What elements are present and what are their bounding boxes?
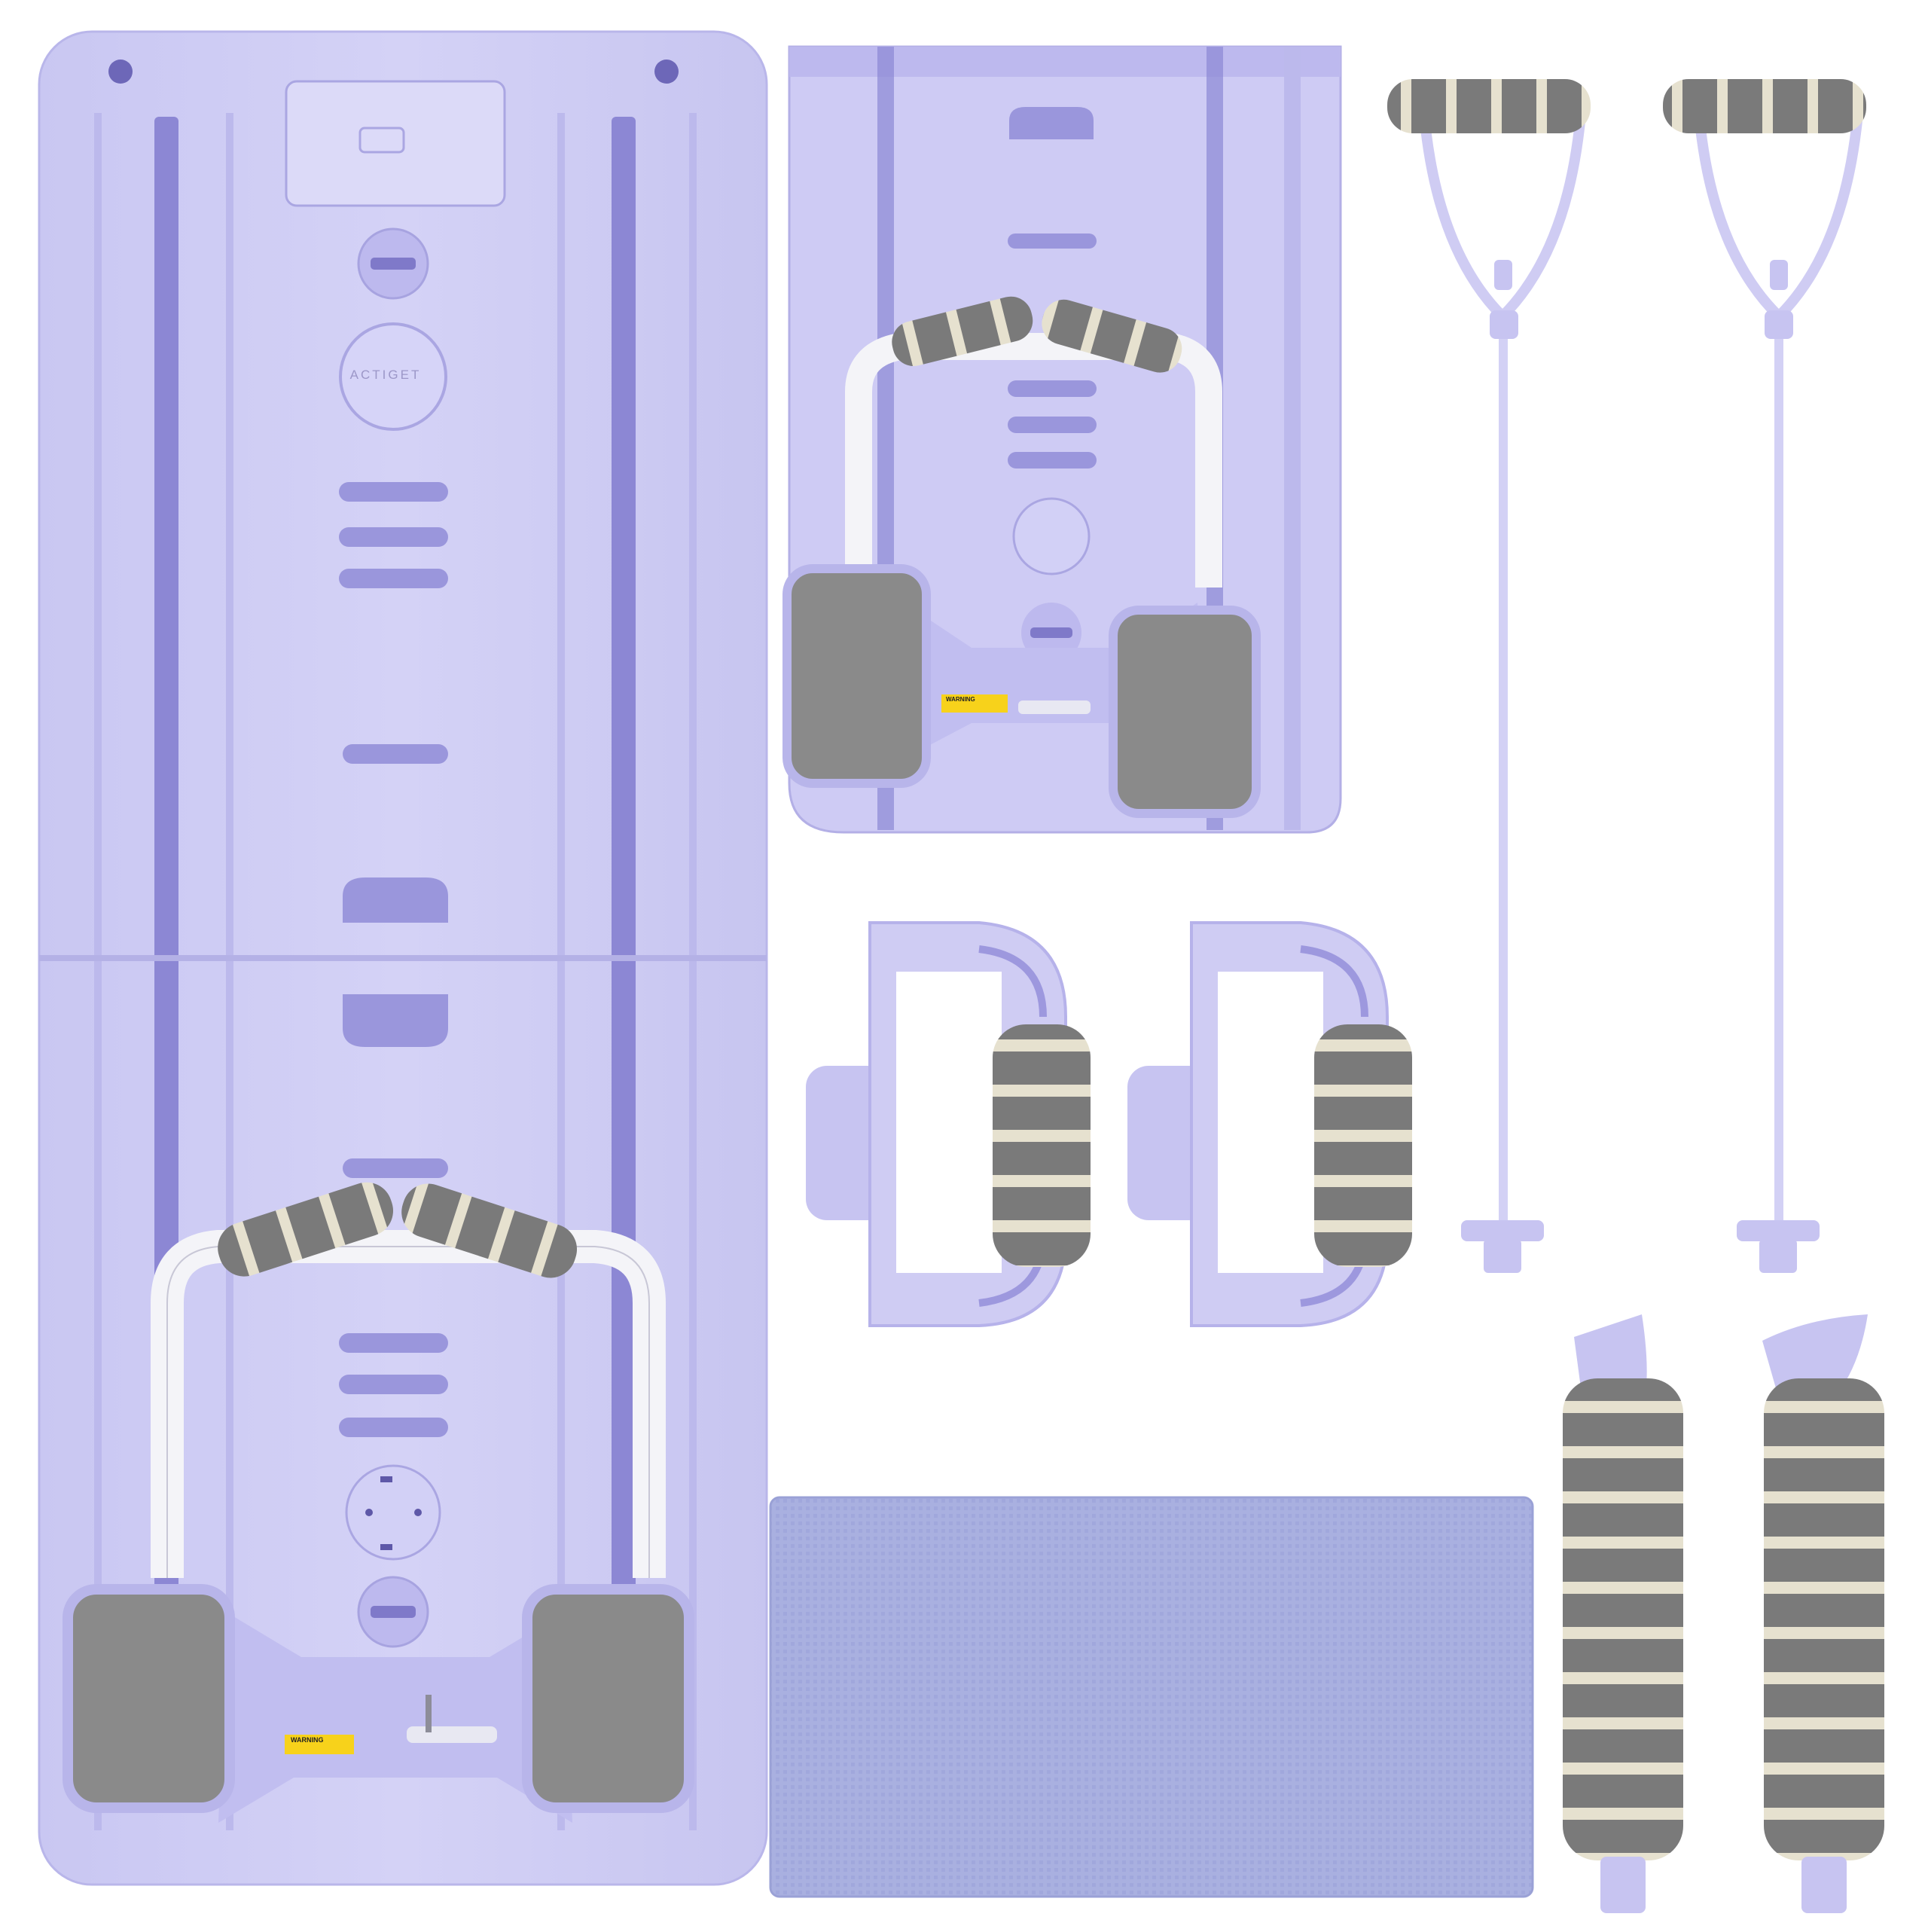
warning-label: WARNING <box>285 1735 354 1754</box>
mount-hole-right <box>654 60 679 84</box>
brand-logo-text: ACTIGET <box>349 368 422 382</box>
grip-hole-lower <box>343 994 448 1047</box>
mount-hole-left <box>108 60 133 84</box>
push-up-grip-1 <box>806 921 1091 1327</box>
pilates-board-unfolded <box>38 30 768 1886</box>
pilates-board-folded <box>782 45 1342 834</box>
push-up-grip-2 <box>1127 921 1412 1327</box>
resistance-handle-1 <box>1387 79 1591 1273</box>
foam-grip-left <box>218 1182 394 1277</box>
resistance-handle-2 <box>1663 79 1866 1273</box>
foam-bar-handle-2 <box>1762 1314 1884 1913</box>
foam-bar-handle-1 <box>1563 1314 1683 1913</box>
fold-seam <box>39 955 767 961</box>
knee-pad-right <box>522 1584 694 1813</box>
foam-grip-right <box>401 1183 578 1278</box>
top-plate <box>285 80 506 207</box>
knee-pad-left <box>63 1584 235 1813</box>
rail-slot-right <box>612 117 636 1661</box>
grip-hole-upper <box>343 877 448 923</box>
folded-frame-handle <box>845 333 1222 588</box>
warning-label-folded: WARNING <box>941 694 1008 713</box>
brand-badge <box>339 322 447 431</box>
knee-mat <box>769 1496 1534 1898</box>
